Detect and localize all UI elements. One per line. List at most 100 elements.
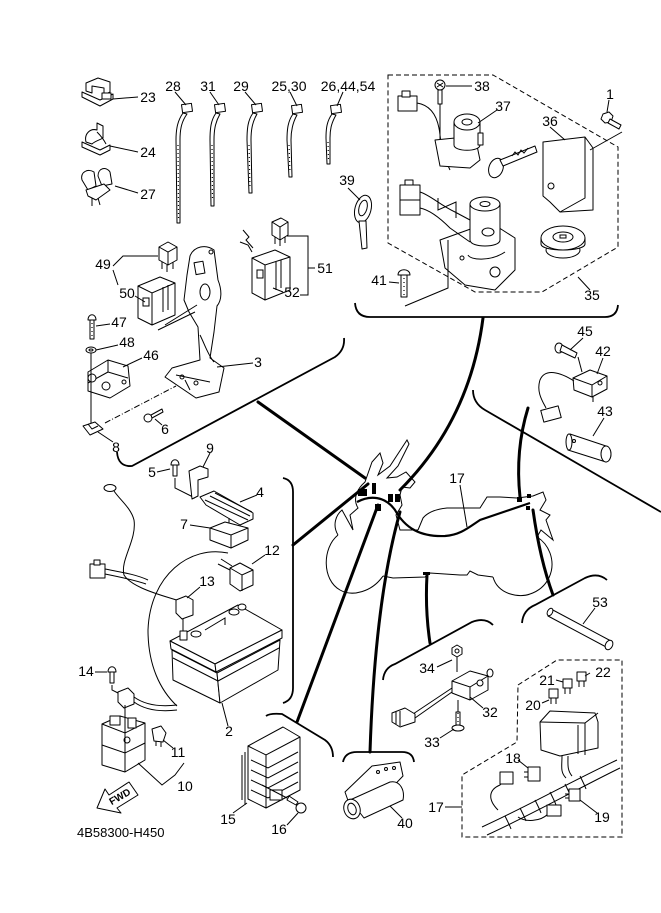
callout-2[interactable]: 2 xyxy=(225,723,233,739)
callout-9[interactable]: 9 xyxy=(206,440,214,456)
harness-connector xyxy=(388,494,393,502)
part-46-sensor xyxy=(87,353,131,424)
front-wheel-outline xyxy=(325,534,384,594)
callout-28[interactable]: 28 xyxy=(165,78,181,94)
callout-3[interactable]: 3 xyxy=(254,354,262,370)
callout-46[interactable]: 46 xyxy=(143,347,159,363)
callout-26-44-54[interactable]: 26,44,54 xyxy=(321,78,376,94)
leader-34 xyxy=(436,659,453,668)
part-10-starter-relay xyxy=(101,705,146,773)
leader-24 xyxy=(109,145,139,153)
leader-41 xyxy=(388,281,400,284)
callout-40[interactable]: 40 xyxy=(397,815,413,831)
callout-52[interactable]: 52 xyxy=(284,284,300,300)
callout-47[interactable]: 47 xyxy=(111,314,127,330)
fuse-box-group-box xyxy=(461,659,623,838)
callout-39[interactable]: 39 xyxy=(339,172,355,188)
callout-17-harness[interactable]: 17 xyxy=(449,470,465,486)
callout-43[interactable]: 43 xyxy=(597,403,613,419)
part-16-bolt xyxy=(261,784,307,814)
callout-53[interactable]: 53 xyxy=(592,594,608,610)
callout-37[interactable]: 37 xyxy=(495,98,511,114)
part-21-fuse xyxy=(562,678,573,694)
callout-4[interactable]: 4 xyxy=(256,484,264,500)
lead-sensor-panel xyxy=(517,406,530,499)
part-28-cable-tie xyxy=(175,102,194,224)
callout-29[interactable]: 29 xyxy=(233,78,249,94)
fwd-arrow-icon: FWD xyxy=(96,781,139,814)
callout-35[interactable]: 35 xyxy=(584,287,600,303)
leader-23 xyxy=(112,96,139,100)
callout-8[interactable]: 8 xyxy=(112,439,120,455)
callout-48[interactable]: 48 xyxy=(119,334,135,350)
ignition-key-inserted xyxy=(488,145,538,179)
part-22-fuse xyxy=(576,671,587,687)
diagram-code: 4B58300-H450 xyxy=(77,825,164,840)
callout-15[interactable]: 15 xyxy=(220,811,236,827)
callout-14[interactable]: 14 xyxy=(78,663,94,679)
battery-routing-arc xyxy=(147,551,229,707)
callout-19[interactable]: 19 xyxy=(594,809,610,825)
rear-tail-outline xyxy=(417,491,555,542)
callout-23[interactable]: 23 xyxy=(140,89,156,105)
part-6-rivet xyxy=(104,385,177,424)
starter-cable xyxy=(117,687,178,712)
leader-40 xyxy=(389,805,403,819)
panel-tube-border xyxy=(521,574,608,624)
part-31-cable-tie xyxy=(209,102,227,207)
leader-8 xyxy=(97,431,114,443)
lead-part40-panel xyxy=(368,510,402,754)
callout-36[interactable]: 36 xyxy=(542,113,558,129)
part-18-connector xyxy=(524,766,541,782)
callout-21[interactable]: 21 xyxy=(539,672,555,688)
leader-25-30 xyxy=(289,91,298,107)
leader-lines xyxy=(95,85,610,826)
callout-42[interactable]: 42 xyxy=(595,343,611,359)
leader-21 xyxy=(555,679,564,683)
part-36-control-unit xyxy=(542,131,623,213)
fork-outline xyxy=(395,494,418,531)
part-47-bolt xyxy=(87,314,97,340)
callout-16[interactable]: 16 xyxy=(271,821,287,837)
leader-4 xyxy=(239,494,258,503)
part-39-key xyxy=(353,194,373,250)
callout-12[interactable]: 12 xyxy=(264,542,280,558)
callout-20[interactable]: 20 xyxy=(525,697,541,713)
leader-45 xyxy=(569,337,584,351)
callout-41[interactable]: 41 xyxy=(371,272,387,288)
callout-25-30[interactable]: 25,30 xyxy=(271,78,306,94)
callout-5[interactable]: 5 xyxy=(148,464,156,480)
callout-32[interactable]: 32 xyxy=(482,704,498,720)
harness-connector xyxy=(527,494,531,498)
lead-ignition-panel xyxy=(398,316,485,492)
callout-51[interactable]: 51 xyxy=(317,260,333,276)
leader-48 xyxy=(95,344,119,351)
callout-6[interactable]: 6 xyxy=(161,421,169,437)
callout-31[interactable]: 31 xyxy=(200,78,216,94)
callout-33[interactable]: 33 xyxy=(424,734,440,750)
part-19-connector xyxy=(565,788,581,802)
callout-49[interactable]: 49 xyxy=(95,256,111,272)
callout-24[interactable]: 24 xyxy=(140,144,156,160)
lead-tube-panel xyxy=(531,508,555,597)
callout-17-fusebox[interactable]: 17 xyxy=(428,799,444,815)
callout-38[interactable]: 38 xyxy=(474,78,490,94)
callout-50[interactable]: 50 xyxy=(119,285,135,301)
ignition-coupler-left xyxy=(399,179,471,243)
part-52-relay-socket xyxy=(239,229,291,301)
callout-1[interactable]: 1 xyxy=(606,86,614,102)
callout-10[interactable]: 10 xyxy=(177,778,193,794)
leader-11 xyxy=(162,739,174,749)
callout-34[interactable]: 34 xyxy=(419,660,435,676)
harness-connector xyxy=(526,506,530,510)
callout-11[interactable]: 11 xyxy=(171,744,186,760)
leader-36 xyxy=(549,126,566,141)
callout-18[interactable]: 18 xyxy=(505,750,521,766)
leader-35 xyxy=(577,276,591,291)
callout-7[interactable]: 7 xyxy=(180,516,188,532)
leader-37 xyxy=(477,109,498,124)
callout-22[interactable]: 22 xyxy=(595,664,611,680)
callout-13[interactable]: 13 xyxy=(199,573,215,589)
callout-45[interactable]: 45 xyxy=(577,323,593,339)
callout-27[interactable]: 27 xyxy=(140,186,156,202)
